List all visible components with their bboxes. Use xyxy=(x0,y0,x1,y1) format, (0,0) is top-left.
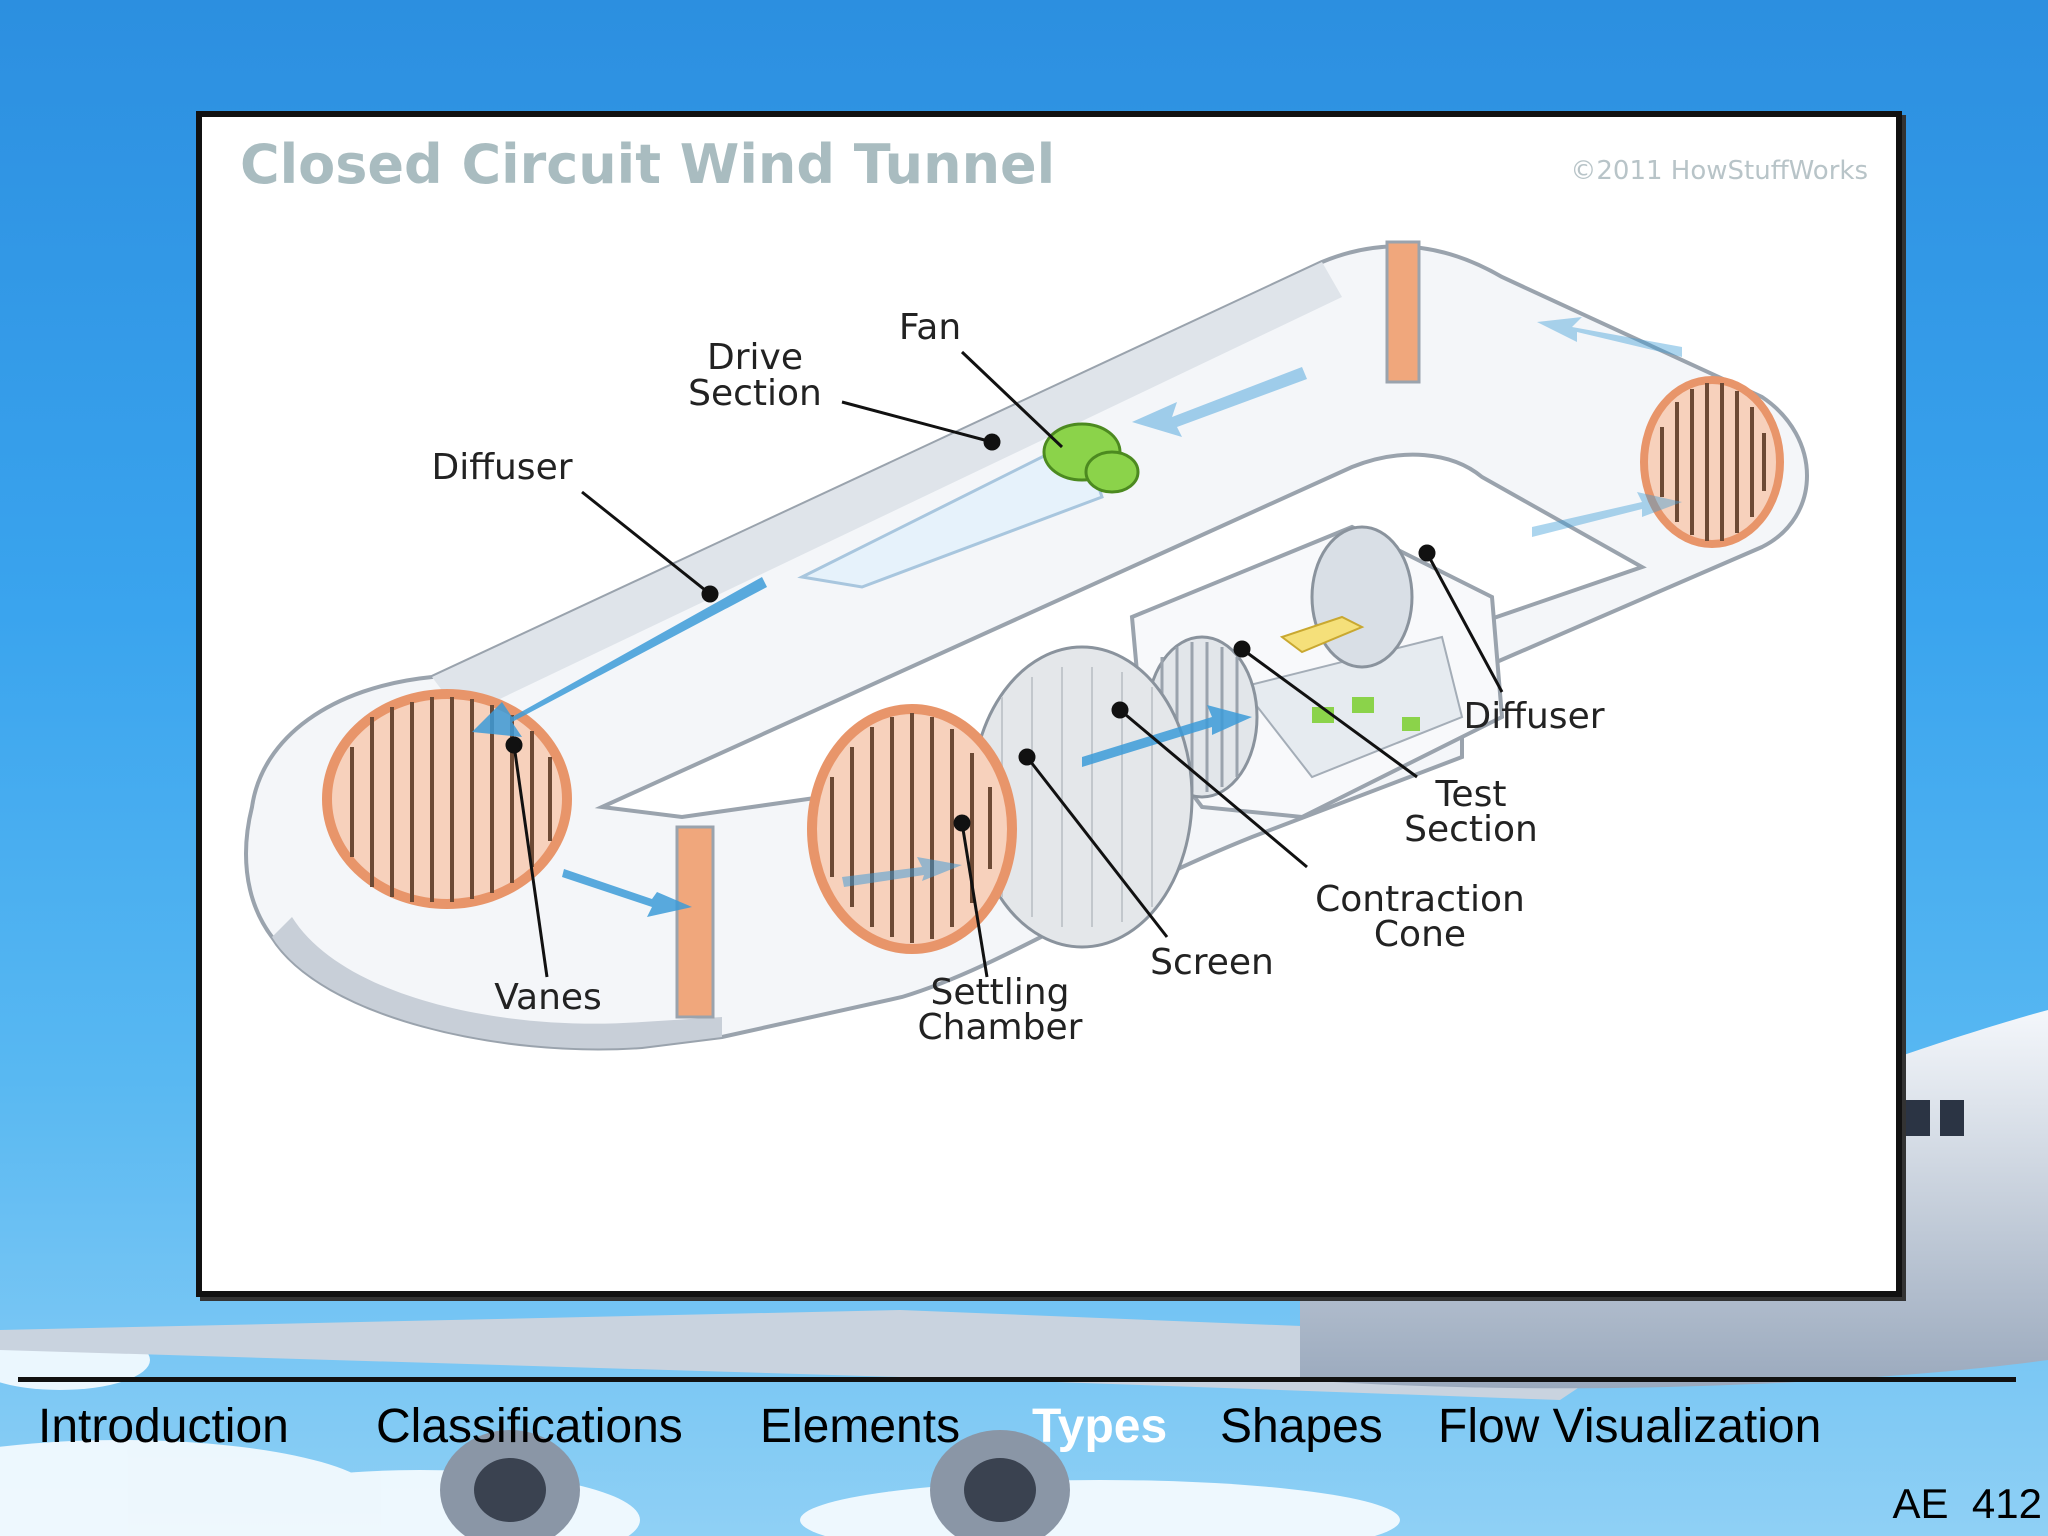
course-code: AE 412 xyxy=(1892,1480,2042,1527)
vane-disc-right xyxy=(1640,376,1784,548)
wind-tunnel-diagram: Closed Circuit Wind Tunnel ©2011 HowStuf… xyxy=(240,133,1868,1051)
nav-item-types[interactable]: Types xyxy=(1032,1400,1168,1453)
label-test-line1: Test xyxy=(1435,774,1507,815)
leader-lines xyxy=(505,350,1504,978)
label-test-line2: Section xyxy=(1404,809,1538,850)
label-screen: Screen xyxy=(1150,942,1274,983)
diagram-figure: Closed Circuit Wind Tunnel ©2011 HowStuf… xyxy=(196,111,1902,1297)
label-settling-line2: Chamber xyxy=(918,1007,1083,1048)
nav-item-introduction[interactable]: Introduction xyxy=(38,1400,289,1453)
label-vanes: Vanes xyxy=(494,977,602,1018)
label-drive-line2: Section xyxy=(688,373,822,414)
vane-disc-settling xyxy=(807,704,1017,954)
screen-section xyxy=(970,635,1259,949)
nav-item-classifications[interactable]: Classifications xyxy=(376,1400,683,1453)
section-nav: Introduction Classifications Elements Ty… xyxy=(0,1392,2048,1462)
label-diffuser-left: Diffuser xyxy=(431,447,572,488)
nav-item-shapes[interactable]: Shapes xyxy=(1220,1400,1383,1453)
flow-arrows xyxy=(472,317,1682,917)
corner-ribs xyxy=(675,240,1421,1019)
label-diffuser-right: Diffuser xyxy=(1463,696,1604,737)
label-drive-line1: Drive xyxy=(707,337,803,378)
nav-divider xyxy=(18,1377,2016,1382)
drive-section xyxy=(797,422,1140,589)
nav-item-elements[interactable]: Elements xyxy=(760,1400,961,1453)
diagram-title: Closed Circuit Wind Tunnel xyxy=(240,133,1055,196)
label-contraction-line1: Contraction xyxy=(1315,879,1525,920)
label-fan: Fan xyxy=(899,307,961,348)
label-contraction-line2: Cone xyxy=(1374,914,1466,955)
nav-item-flow-visualization[interactable]: Flow Visualization xyxy=(1438,1400,1822,1453)
label-settling-line1: Settling xyxy=(931,972,1070,1013)
copyright-text: ©2011 HowStuffWorks xyxy=(1570,156,1868,186)
